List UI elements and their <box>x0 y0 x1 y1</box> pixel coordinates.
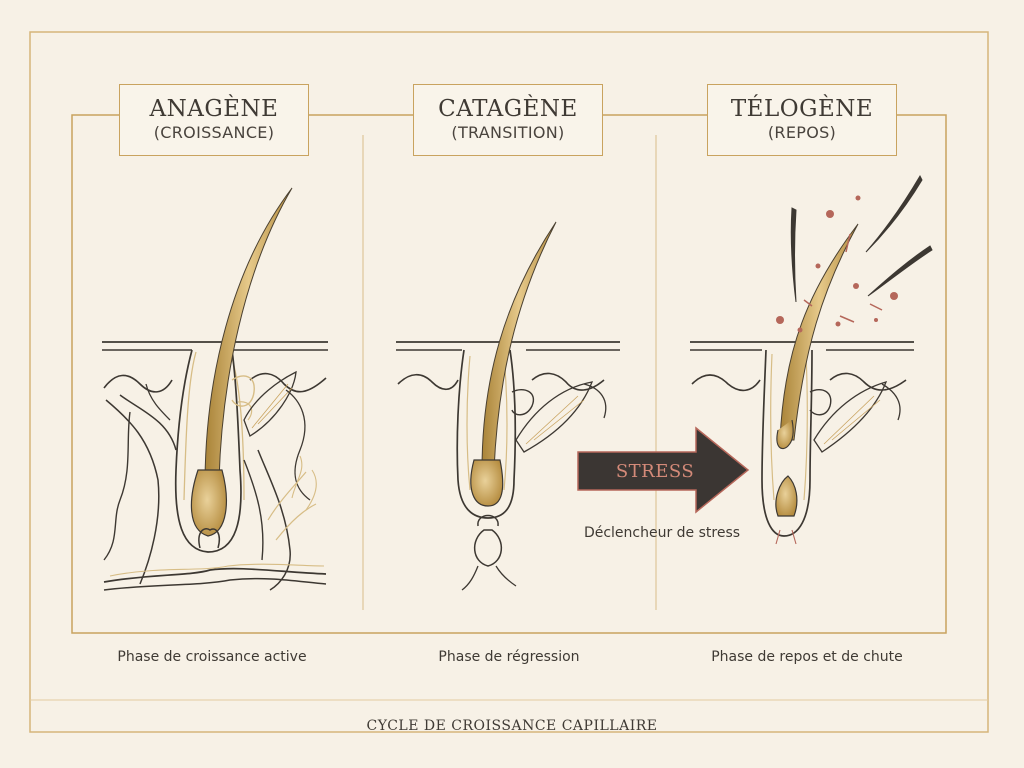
phase-title-catagen: CATAGÈNE (TRANSITION) <box>413 84 603 156</box>
stress-particles <box>776 195 898 333</box>
phase-title-anagen: ANAGÈNE (CROISSANCE) <box>119 84 309 156</box>
catagen-follicle-illustration <box>396 221 620 591</box>
phase-title-text: ANAGÈNE <box>149 96 279 122</box>
phase-subtitle-text: (REPOS) <box>767 123 837 142</box>
phase-title-text: TÉLOGÈNE <box>730 96 874 122</box>
phase-title-text: CATAGÈNE <box>438 96 578 122</box>
phase-subtitle-text: (TRANSITION) <box>451 123 565 142</box>
phase-title-telogen: TÉLOGÈNE (REPOS) <box>707 84 897 156</box>
panel-frame <box>71 114 947 634</box>
stress-arrow <box>577 426 750 514</box>
phase-subtitle-text: (CROISSANCE) <box>153 123 275 142</box>
phase-caption-anagen: Phase de croissance active <box>117 649 307 665</box>
stress-arrow-label: STRESS <box>615 461 695 482</box>
phase-caption-telogen: Phase de repos et de chute <box>711 649 903 665</box>
diagram-footer-title: CYCLE DE CROISSANCE CAPILLAIRE <box>366 718 658 734</box>
outer-frame <box>29 31 989 733</box>
stress-caption: Déclencheur de stress <box>583 525 741 541</box>
anagen-follicle-illustration <box>102 187 328 591</box>
phase-caption-catagen: Phase de régression <box>438 649 580 665</box>
telogen-follicle-illustration <box>690 174 933 545</box>
